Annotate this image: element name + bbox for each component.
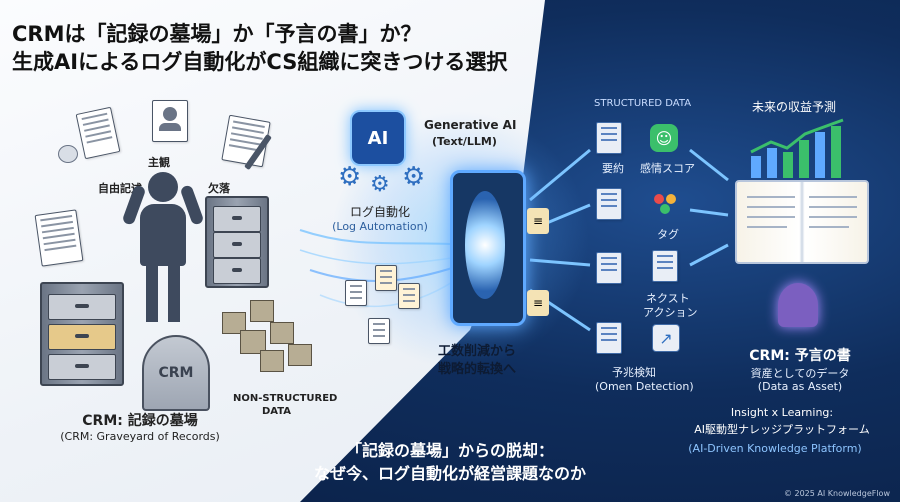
trend-chart-icon: ↗ [652,324,680,352]
checklist-icon [652,250,678,282]
ai-chip-icon: AI [350,110,406,166]
document-icon [398,283,420,309]
data-block-icon: ≡ [527,290,549,316]
document-icon [368,318,390,344]
tag-icon [652,192,678,216]
profile-card-icon [152,100,188,142]
growth-chart-icon [750,118,844,178]
document-icon [596,188,622,220]
prophecy-caption-sub: 資産としてのデータ [750,367,850,380]
document-icon [596,252,622,284]
sentiment-label: 感情スコア [640,162,695,175]
data-block-icon [260,350,284,372]
gen-ai-sublabel: (Text/LLM) [432,135,497,148]
future-forecast-label: 未来の収益予測 [752,100,837,114]
document-icon [596,322,622,354]
graveyard-caption: CRM: 記録の墓場 [82,413,198,429]
prophecy-caption-en: (Data as Asset) [757,380,843,393]
insight-label: Insight x Learning: [730,406,834,419]
label-free-text: 自由記述 [98,182,142,195]
gear-icon: ⚙ [402,162,426,192]
oracle-avatar-icon [778,283,818,327]
gear-icon: ⚙ [370,172,390,197]
ai-portal-gate [450,170,526,326]
effort-label: 工数削減から [437,344,517,359]
document-icon [375,265,397,291]
crm-tombstone: CRM [142,335,210,411]
log-automation-label: ログ自動化 [349,205,411,219]
insight-sublabel: AI駆動型ナレッジプラットフォーム [694,423,870,436]
open-book-icon [735,180,869,264]
omen-label: 予兆検知 [612,366,656,379]
omen-sublabel: (Omen Detection) [595,380,694,393]
file-cabinet-icon [205,196,269,288]
log-automation-sublabel: (Log Automation) [332,220,428,233]
unstructured-label-1: NON-STRUCTURED [233,393,338,404]
gear-icon: ⚙ [338,162,362,192]
open-file-cabinet-icon [40,282,124,386]
crumpled-paper-icon [58,145,78,163]
data-block-icon [250,300,274,322]
document-icon [345,280,367,306]
data-block-icon [270,322,294,344]
bottom-heading-2: なぜ今、ログ自動化が経営課題なのか [313,464,587,483]
data-block-icon: ≡ [527,208,549,234]
smiley-icon: ☺ [650,124,678,152]
insight-sublabel-en: (AI-Driven Knowledge Platform) [688,442,862,455]
prophecy-caption: CRM: 予言の書 [749,348,851,364]
next-action-label: ネクスト [646,292,690,305]
structured-data-label: STRUCTURED DATA [594,98,692,109]
graveyard-caption-en: (CRM: Graveyard of Records) [60,430,220,443]
gen-ai-label: Generative AI [424,118,517,132]
unstructured-label-2: DATA [262,406,292,417]
effort-sublabel: 戦略的転換へ [437,362,517,377]
label-subjective: 主観 [148,156,170,169]
tag-label: タグ [657,228,679,241]
next-action-sublabel: アクション [643,306,698,319]
label-missing: 欠落 [208,182,230,195]
summary-doc-icon [596,122,622,154]
bottom-heading-1: 「記録の墓場」からの脱却： [345,441,555,460]
summary-label: 要約 [602,162,624,175]
title-line-2: 生成AIによるログ自動化がCS組織に突きつける選択 [12,50,508,74]
data-block-icon [288,344,312,366]
title-line-1: CRMは「記録の墓場」か「予言の書」か？ [12,22,422,46]
data-block-icon [222,312,246,334]
copyright-footer: © 2025 AI KnowledgeFlow [783,489,890,498]
